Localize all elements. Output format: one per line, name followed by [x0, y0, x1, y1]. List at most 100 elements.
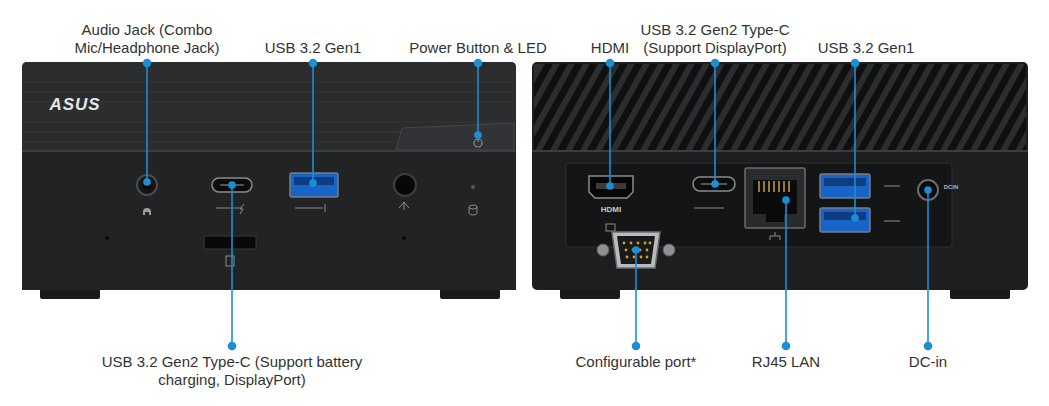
rear-view	[649, 242, 652, 245]
rear-view	[759, 181, 789, 192]
front-view	[469, 207, 477, 215]
leader-lines	[925, 187, 931, 193]
leader-lines	[712, 60, 719, 67]
leader-lines	[712, 181, 718, 187]
callout-label: USB 3.2 Gen2 Type-C (Support battery cha…	[82, 353, 382, 389]
front-view	[402, 236, 406, 240]
leader-lines	[609, 63, 611, 186]
rear-view	[884, 186, 900, 221]
leader-lines	[475, 132, 481, 138]
leader-lines	[607, 60, 614, 67]
rear-view	[694, 208, 724, 209]
rear-view	[824, 178, 866, 186]
leader-lines	[310, 60, 317, 67]
rear-view	[500, 62, 1049, 299]
front-view	[22, 62, 516, 299]
leader-lines	[229, 182, 235, 188]
leader-lines	[607, 183, 613, 189]
rear-view	[646, 249, 649, 252]
rear-view	[773, 181, 775, 192]
front-view	[394, 174, 416, 196]
leader-lines	[783, 343, 790, 350]
rear-view	[637, 242, 640, 245]
leader-lines	[633, 343, 640, 350]
rear-view	[770, 232, 780, 240]
front-view	[22, 150, 516, 290]
front-view	[24, 122, 514, 123]
front-view	[396, 123, 514, 150]
leader-lines	[310, 180, 316, 186]
rear-view	[630, 242, 633, 245]
callout-label: RJ45 LAN	[731, 353, 841, 371]
leader-lines	[229, 343, 236, 350]
callout-label: Power Button & LED	[398, 39, 558, 57]
rear-view	[597, 244, 609, 256]
rear-view	[606, 224, 615, 231]
port-marking: HDMI	[586, 205, 636, 215]
front-view	[105, 236, 109, 240]
rear-view	[640, 256, 643, 259]
rear-view	[758, 181, 760, 192]
rear-view	[768, 181, 770, 192]
leader-lines	[477, 63, 479, 135]
leader-lines	[785, 200, 787, 346]
leader-lines	[925, 343, 932, 350]
rear-view	[925, 187, 931, 193]
leader-lines	[783, 197, 789, 203]
rear-view	[633, 256, 636, 259]
rear-view	[778, 181, 780, 192]
callout-label: USB 3.2 Gen2 Type-C (Support DisplayPort…	[630, 21, 800, 57]
front-view	[204, 236, 256, 249]
rear-view	[820, 208, 870, 232]
rear-view	[824, 212, 866, 220]
rear-view	[532, 150, 1028, 152]
rear-view	[745, 168, 805, 228]
rear-view	[589, 176, 633, 198]
leader-lines	[146, 63, 148, 180]
front-view	[22, 62, 516, 152]
leader-lines	[633, 247, 639, 253]
rear-view	[766, 214, 784, 222]
leader-lines	[852, 215, 858, 221]
front-view	[290, 173, 338, 197]
leader-lines	[144, 179, 150, 185]
rear-view	[646, 256, 649, 259]
callout-label: DC-in	[888, 353, 968, 371]
rear-view	[820, 174, 870, 198]
leader-lines	[231, 185, 233, 346]
leader-lines	[475, 60, 482, 67]
rear-view	[625, 249, 628, 252]
front-view	[216, 204, 244, 214]
vent-slots	[534, 64, 1026, 150]
leader-lines	[854, 63, 856, 218]
callout-label: USB 3.2 Gen1	[811, 39, 921, 57]
front-view	[24, 92, 514, 93]
rear-view	[596, 183, 626, 189]
front-view	[399, 202, 409, 210]
leader-lines	[144, 60, 151, 67]
leader-lines	[927, 190, 929, 346]
front-view	[294, 177, 334, 185]
vent-slots	[1025, 64, 1026, 150]
vent-slots	[1010, 64, 1026, 150]
callout-label: USB 3.2 Gen1	[258, 39, 368, 57]
front-view	[295, 204, 325, 212]
front-view	[24, 82, 514, 83]
port-marking: DCIN	[936, 184, 966, 191]
callout-label: Configurable port*	[556, 353, 716, 371]
rear-view	[623, 242, 626, 245]
front-view	[469, 205, 477, 209]
rear-view	[532, 62, 1028, 290]
rear-view	[783, 181, 785, 192]
rear-view	[663, 244, 675, 256]
callout-label: HDMI	[580, 39, 640, 57]
leader-lines	[852, 60, 859, 67]
front-view	[143, 208, 151, 215]
leader-lines	[312, 63, 314, 183]
rear-view	[623, 242, 652, 259]
rear-view	[753, 180, 797, 214]
front-view	[22, 62, 516, 290]
rear-view	[788, 181, 790, 192]
leader-lines	[144, 60, 932, 350]
rear-view	[763, 181, 765, 192]
